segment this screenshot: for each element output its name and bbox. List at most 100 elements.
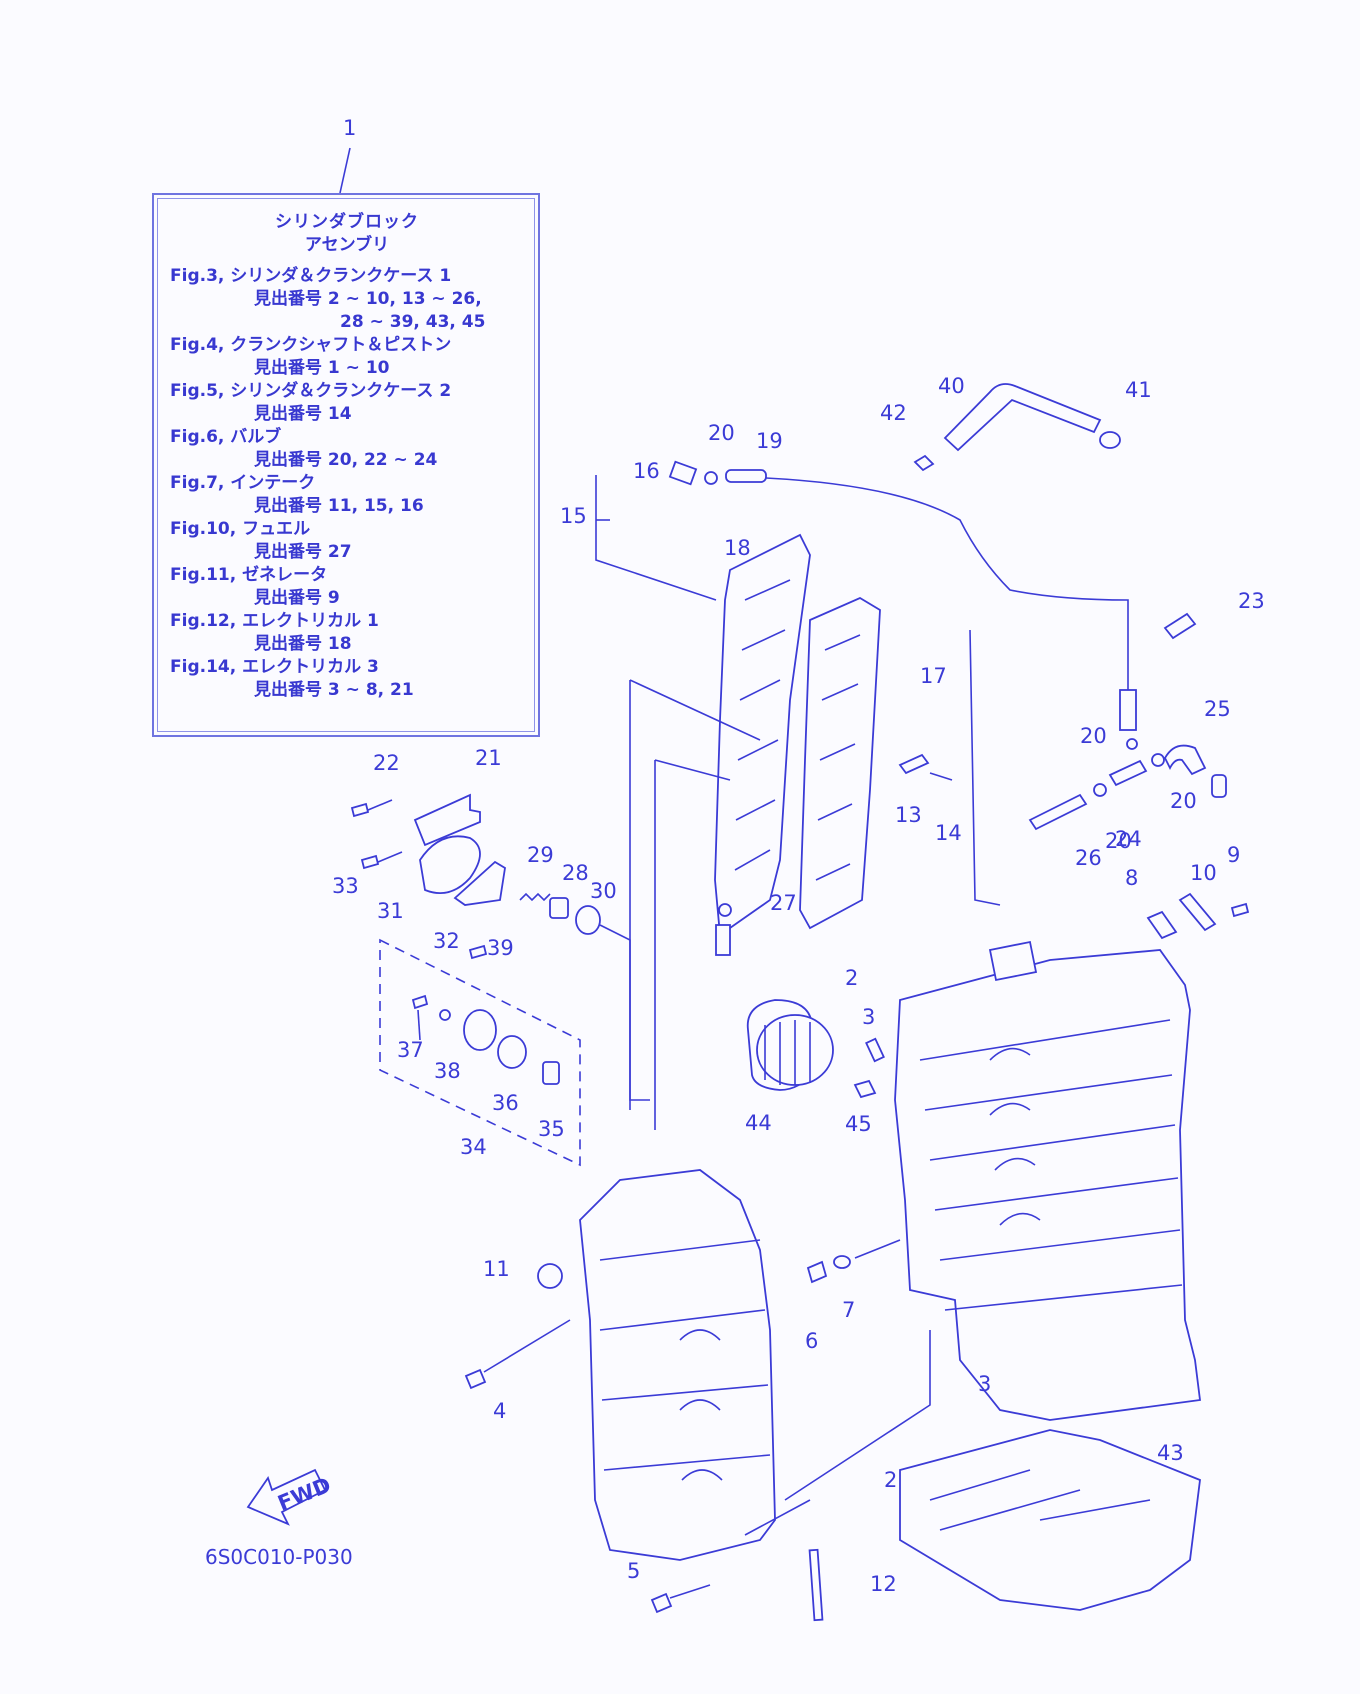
part-10-bracket [1178, 892, 1217, 932]
callout-20: 20 [1170, 789, 1197, 813]
part-45-switch [853, 1079, 877, 1099]
legend-title-line1: シリンダブロック [275, 212, 419, 232]
callout-33: 33 [332, 874, 359, 898]
crankcase-ribs [919, 1019, 1183, 1311]
diagram-code: 6S0C010-P030 [205, 1545, 353, 1569]
callout-21: 21 [475, 746, 502, 770]
part-4-bolt-head [464, 1368, 487, 1390]
part-32-gasket [453, 860, 506, 906]
callout-1: 1 [343, 116, 356, 140]
leader-12 [744, 1499, 811, 1536]
part-43-openings [929, 1469, 1151, 1531]
callout-22: 22 [373, 751, 400, 775]
part-12-stud [808, 1548, 824, 1622]
part-4-bolt-shank [483, 1319, 571, 1373]
callout-3: 3 [862, 1005, 875, 1029]
legend-ref: 見出番号 1 ~ 10 [254, 358, 390, 378]
crankcase-journals [989, 1047, 1041, 1226]
part-18-cover [714, 533, 811, 937]
callout-39: 39 [487, 936, 514, 960]
legend-ref: 見出番号 11, 15, 16 [254, 496, 424, 516]
callout-37: 37 [397, 1038, 424, 1062]
part-7-washer [833, 1255, 851, 1269]
part-37-shank [417, 1009, 421, 1041]
vent-hose-end [1119, 689, 1137, 731]
legend-fig-7: Fig.7, インテーク [170, 473, 316, 493]
part-20-clip-top [704, 471, 718, 485]
legend-ref: 見出番号 14 [254, 404, 352, 424]
legend-title-line2: アセンブリ [304, 235, 390, 255]
part-31-cover [419, 835, 481, 894]
part-17-gasket [799, 596, 881, 930]
callout-5: 5 [627, 1559, 640, 1583]
part-5-shank [669, 1584, 711, 1599]
callout-2: 2 [884, 1468, 897, 1492]
legend-fig-11: Fig.11, ゼネレータ [170, 565, 328, 585]
leader-30 [599, 924, 631, 1110]
part-18-ribs [734, 579, 791, 871]
callout-38: 38 [434, 1059, 461, 1083]
part-38-washer [439, 1009, 451, 1021]
part-19-hose [725, 469, 767, 483]
callout-43: 43 [1157, 1441, 1184, 1465]
part-20-clip-c [1126, 738, 1138, 750]
legend-ref: 見出番号 3 ~ 8, 21 [254, 680, 414, 700]
legend-fig-10: Fig.10, フュエル [170, 519, 311, 539]
part-20-clip-a [1151, 753, 1165, 767]
callout-19: 19 [756, 429, 783, 453]
callout-34: 34 [460, 1135, 487, 1159]
callout-3: 3 [978, 1372, 991, 1396]
fwd-arrow-icon: FWD [246, 1468, 334, 1526]
part-41-clip [1099, 431, 1121, 449]
callout-42: 42 [880, 401, 907, 425]
callout-40: 40 [938, 374, 965, 398]
callout-6: 6 [805, 1329, 818, 1353]
callout-36: 36 [492, 1091, 519, 1115]
leader-2-bottom [784, 1330, 931, 1501]
callout-14: 14 [935, 821, 962, 845]
part-9-bolt [1230, 902, 1250, 918]
callout-41: 41 [1125, 378, 1152, 402]
part-8-plate [1146, 910, 1178, 940]
crankcase-top-boss [988, 940, 1038, 982]
part-cylinder-block [579, 1169, 776, 1561]
callout-20: 20 [1080, 724, 1107, 748]
callout-20: 20 [1105, 829, 1132, 853]
callout-30: 30 [590, 879, 617, 903]
legend-fig-5: Fig.5, シリンダ＆クランクケース 2 [170, 381, 452, 401]
part-43-gasket [899, 1429, 1201, 1611]
part-21-bracket [413, 793, 481, 847]
callout-17: 17 [920, 664, 947, 688]
part-13-bracket [898, 753, 930, 775]
legend-fig-14: Fig.14, エレクトリカル 3 [170, 657, 379, 677]
callout-26: 26 [1075, 846, 1102, 870]
part-35-plug [542, 1061, 560, 1085]
part-crankcase [894, 949, 1202, 1421]
callout-8: 8 [1125, 866, 1138, 890]
part-14-bolt [929, 772, 953, 781]
part-3-dowel [865, 1037, 885, 1063]
part-24-joint [1108, 759, 1148, 787]
callout-24: 24 [1115, 827, 1142, 851]
callout-11: 11 [483, 1257, 510, 1281]
part-25-hose [1163, 744, 1207, 776]
leader-7 [854, 1239, 901, 1259]
part-16-fitting [668, 460, 698, 486]
part-6-bolt [806, 1260, 828, 1284]
callout-44: 44 [745, 1111, 772, 1135]
part-5-bolt [650, 1592, 673, 1614]
part-27-clip [718, 903, 732, 917]
block-bores [679, 1329, 723, 1481]
leader-block-top [969, 629, 1001, 906]
part-33-bolt [360, 854, 380, 870]
legend-ref: 見出番号 27 [254, 542, 352, 562]
legend-ref: 見出番号 20, 22 ~ 24 [254, 450, 438, 470]
callout-31: 31 [377, 899, 404, 923]
legend-fig-4: Fig.4, クランクシャフト＆ピストン [170, 335, 452, 355]
leader-left-frame-2 [654, 759, 731, 1130]
callout-2: 2 [845, 966, 858, 990]
legend-ref: 28 ~ 39, 43, 45 [340, 312, 486, 332]
legend-fig-12: Fig.12, エレクトリカル 1 [170, 611, 379, 631]
